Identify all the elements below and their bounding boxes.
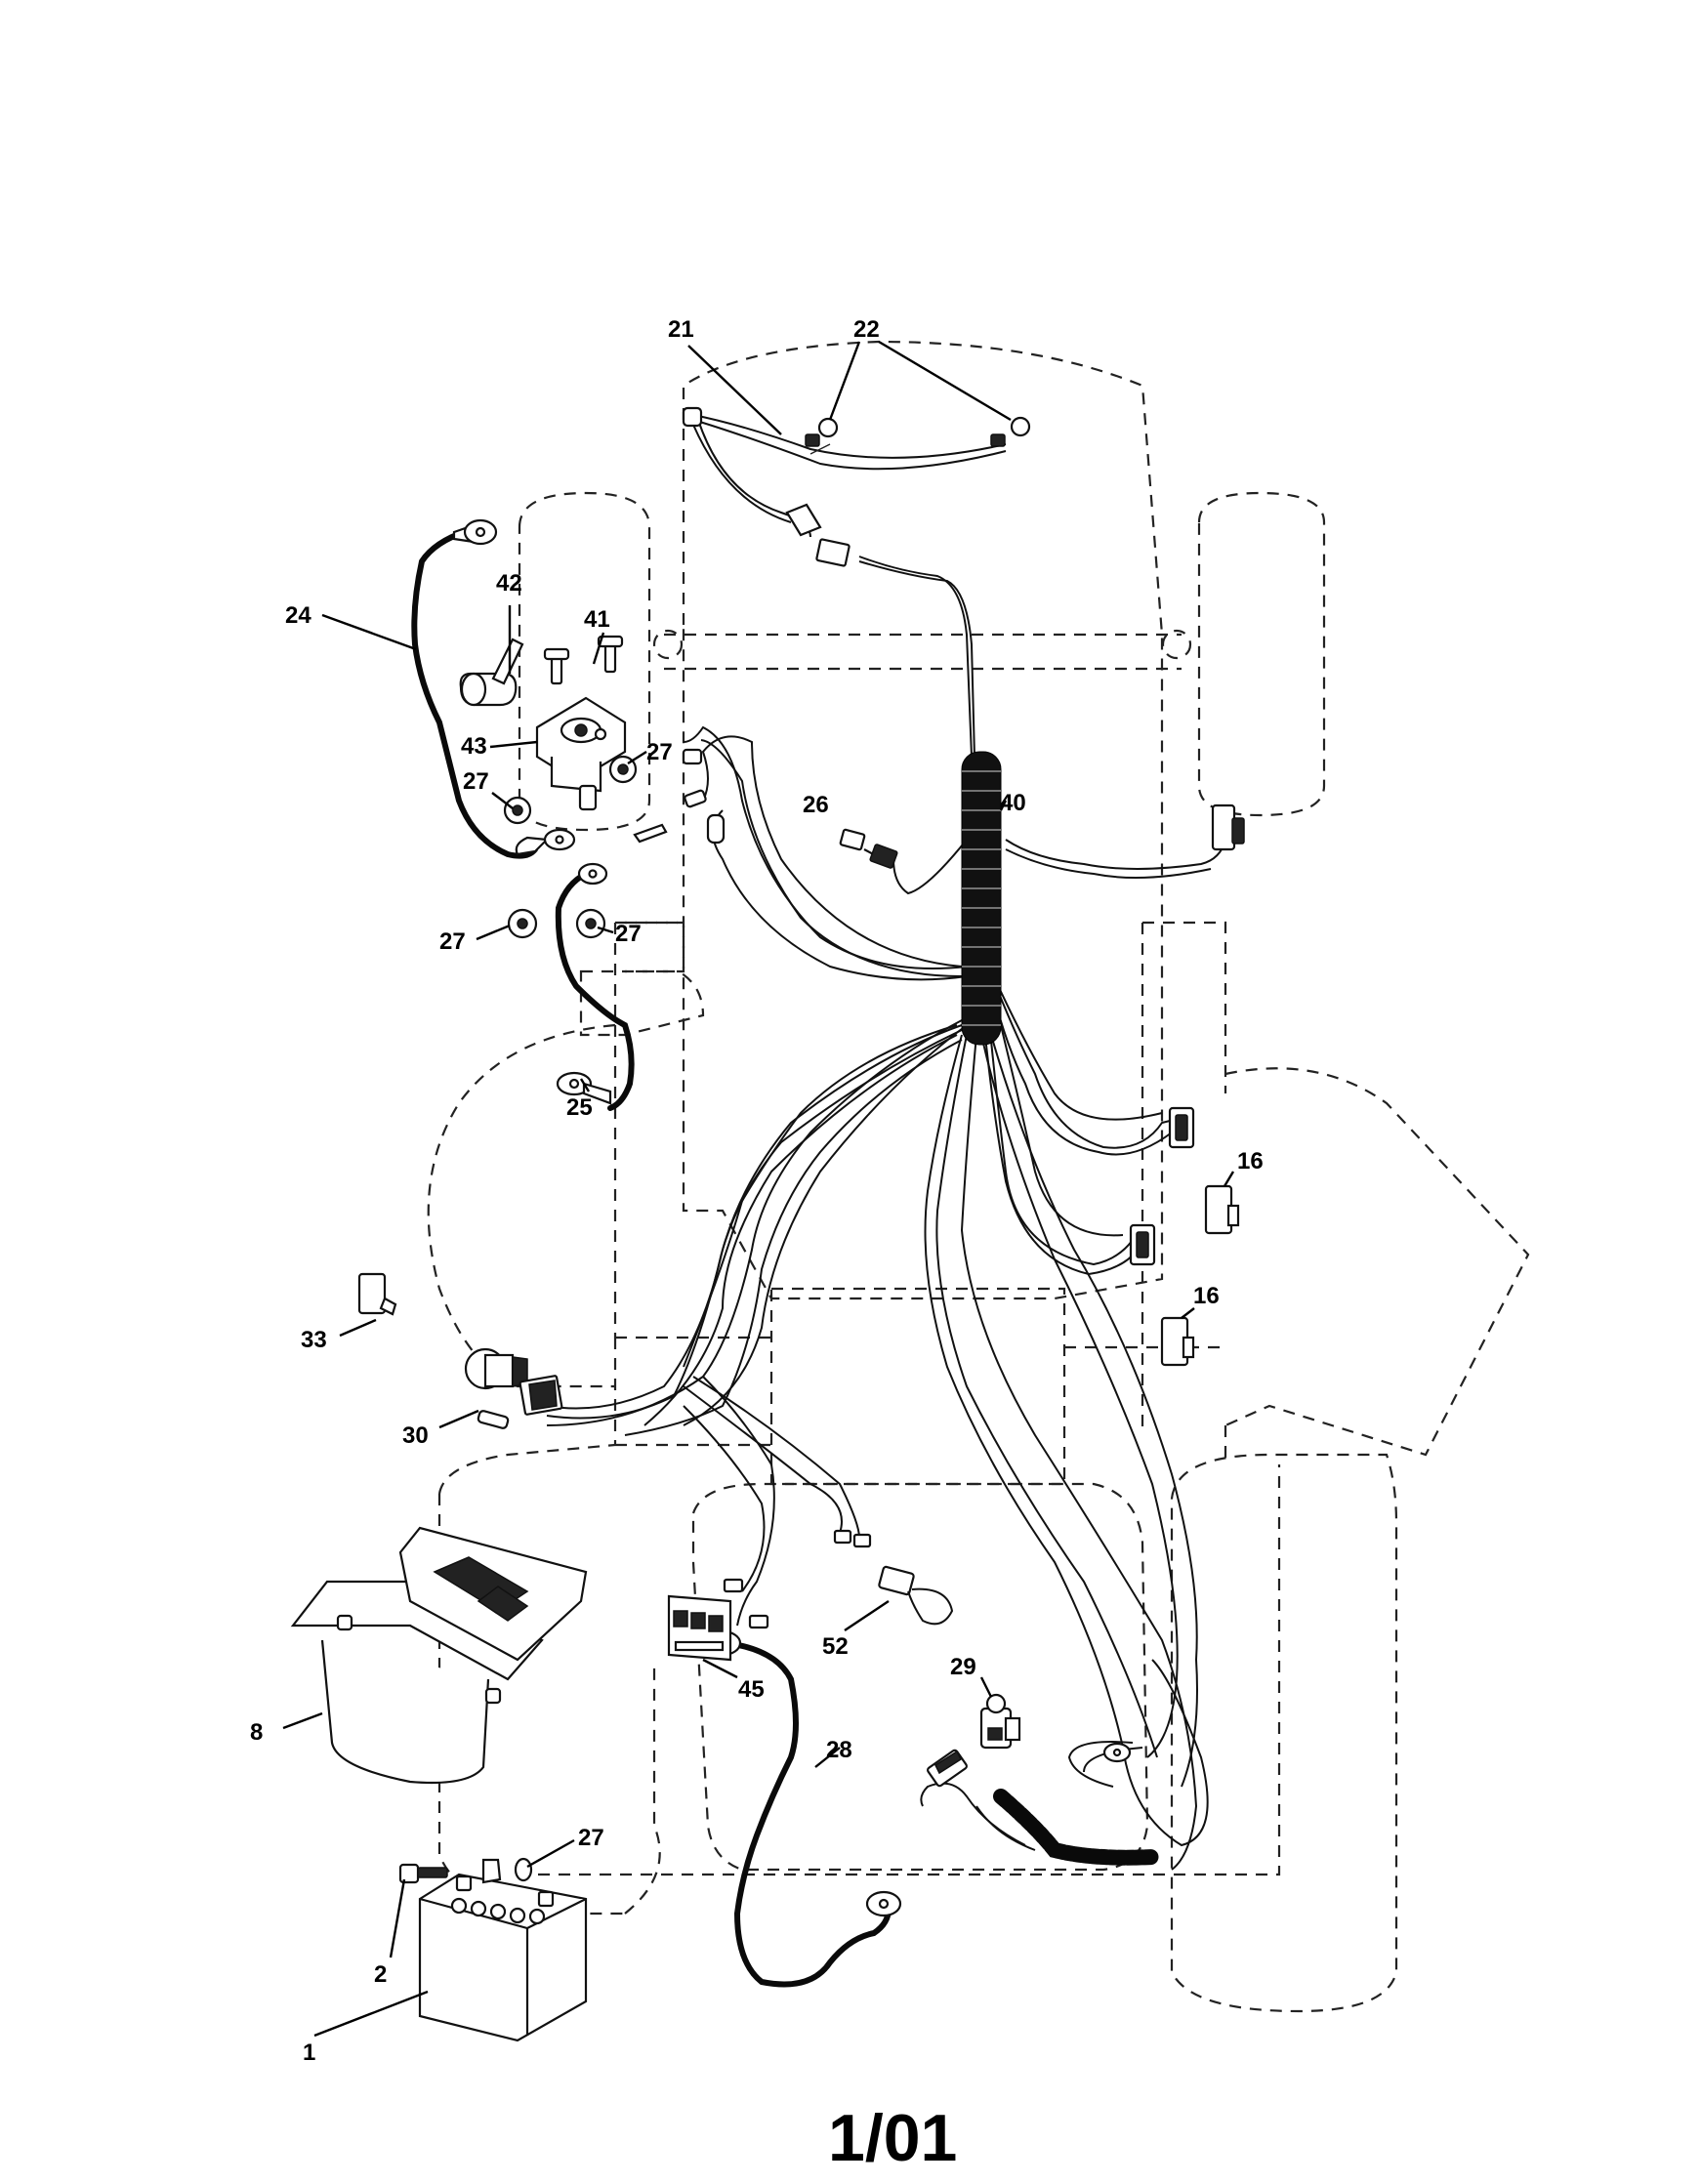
part-26-connector xyxy=(839,828,898,869)
coil-conduit-40 xyxy=(961,751,1002,1046)
callout-27-d: 27 xyxy=(615,921,642,947)
cable-25 xyxy=(555,871,635,1111)
part-1-battery xyxy=(418,1873,588,2042)
part-52-fuse xyxy=(878,1565,954,1626)
date-code: 1/01 xyxy=(828,2101,957,2175)
axle-connectors xyxy=(633,748,726,845)
callout-21: 21 xyxy=(668,316,694,343)
leader-lines xyxy=(282,340,1235,2038)
callout-16-a: 16 xyxy=(1237,1148,1264,1174)
callout-16-b: 16 xyxy=(1193,1283,1220,1309)
callout-26: 26 xyxy=(803,792,829,818)
callout-24: 24 xyxy=(285,602,311,629)
cable-24 xyxy=(411,528,538,859)
callout-27-e: 27 xyxy=(578,1825,604,1851)
callout-1: 1 xyxy=(303,2040,315,2066)
callout-27-a: 27 xyxy=(463,768,489,795)
callout-labels: 21 22 24 42 41 43 27 27 27 27 25 26 40 1… xyxy=(250,316,1264,2066)
part-21-headlight-harness xyxy=(682,406,850,567)
part-22-headlight-bulbs xyxy=(805,416,1031,447)
eyelet-terminals xyxy=(452,518,1132,1917)
callout-25: 25 xyxy=(566,1094,593,1121)
part-42-boot xyxy=(459,638,524,707)
tractor-outline xyxy=(427,340,1530,2013)
callout-33: 33 xyxy=(301,1327,327,1353)
wire-terminals-45 xyxy=(723,1529,872,1629)
part-43-solenoid xyxy=(535,696,627,811)
callout-2: 2 xyxy=(374,1961,387,1988)
part-33-key xyxy=(357,1272,397,1316)
lower-coil-connector xyxy=(927,1749,968,1788)
callout-30: 30 xyxy=(402,1422,429,1449)
cable-28 xyxy=(725,1640,892,1988)
callout-27-c: 27 xyxy=(439,928,466,955)
part-45-relay xyxy=(667,1594,732,1662)
callout-22: 22 xyxy=(853,316,880,343)
part-41-screws xyxy=(543,635,624,685)
part-16-plugs xyxy=(1160,1184,1240,1367)
part-30-ignition-switch xyxy=(464,1347,563,1429)
callout-42: 42 xyxy=(496,570,522,597)
lower-coil-conduit xyxy=(993,1789,1160,1866)
right-side-connector xyxy=(1211,804,1245,851)
harness-plugs xyxy=(1129,1106,1195,1266)
callout-28: 28 xyxy=(826,1737,852,1763)
part-29-switch xyxy=(979,1693,1021,1750)
part-2-bolt xyxy=(398,1858,502,1884)
callout-45: 45 xyxy=(738,1676,765,1703)
battery-cables xyxy=(411,528,892,1988)
callout-29: 29 xyxy=(950,1654,976,1680)
part-8-battery-tray xyxy=(290,1526,588,1785)
callout-43: 43 xyxy=(461,733,487,760)
callout-41: 41 xyxy=(584,606,610,633)
callout-8: 8 xyxy=(250,1719,263,1746)
part-27-nuts xyxy=(503,755,638,1882)
callout-27-b: 27 xyxy=(646,739,673,765)
callout-52: 52 xyxy=(822,1633,849,1660)
callout-40: 40 xyxy=(1000,790,1026,816)
